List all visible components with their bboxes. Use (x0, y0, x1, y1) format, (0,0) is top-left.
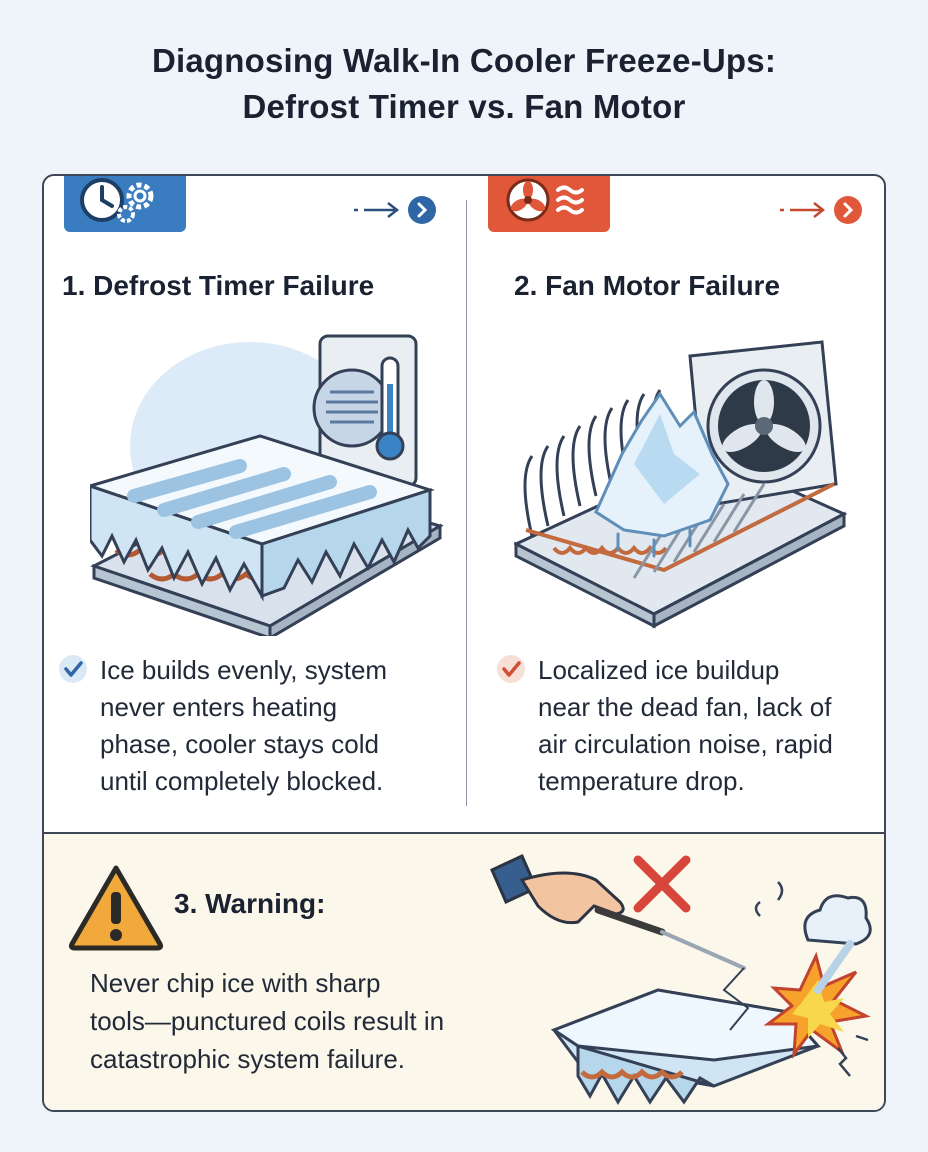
title-line-2: Defrost Timer vs. Fan Motor (242, 88, 686, 125)
section-2-description: Localized ice buildup near the dead fan,… (538, 652, 833, 800)
next-arrow-link-2[interactable] (776, 192, 866, 228)
section-2-line: Localized ice buildup (538, 655, 780, 685)
section-1-title: 1. Defrost Timer Failure (62, 270, 375, 301)
page-title: Diagnosing Walk-In Cooler Freeze-Ups: De… (0, 38, 928, 130)
warning-description: Never chip ice with sharp tools—puncture… (90, 964, 520, 1078)
clock-gears-icon (64, 176, 186, 232)
section-1-line: never enters heating (100, 692, 338, 722)
section-1-description: Ice builds evenly, system never enters h… (100, 652, 387, 800)
warning-title: 3. Warning: (174, 888, 326, 919)
check-icon-2 (496, 654, 526, 684)
warning-line: tools—punctured coils result in (90, 1006, 445, 1036)
x-mark-icon (633, 855, 691, 913)
section-1-line: phase, cooler stays cold (100, 729, 379, 759)
comparison-card: 1. Defrost Timer Failure (42, 174, 886, 1112)
section-2-line: air circulation noise, rapid (538, 729, 833, 759)
next-arrow-link-1[interactable] (350, 192, 440, 228)
section-2-line: temperature drop. (538, 766, 745, 796)
warning-triangle-icon (68, 865, 164, 951)
section-1-line: until completely blocked. (100, 766, 384, 796)
localized-ice-fan-unit-illustration (514, 340, 848, 629)
section-1-line: Ice builds evenly, system (100, 655, 388, 685)
section-2-line: near the dead fan, lack of (538, 692, 832, 722)
warning-line: catastrophic system failure. (90, 1044, 406, 1074)
section-2-title: 2. Fan Motor Failure (514, 270, 781, 301)
check-icon-1 (58, 654, 88, 684)
fan-airflow-icon (488, 176, 610, 232)
chipping-ice-puncture-illustration (490, 853, 872, 1105)
iced-evaporator-coil-illustration (90, 334, 444, 636)
warning-line: Never chip ice with sharp (90, 968, 381, 998)
column-divider (466, 200, 467, 806)
title-line-1: Diagnosing Walk-In Cooler Freeze-Ups: (151, 42, 777, 79)
warning-section: 3. Warning: Never chip ice with sharp to… (44, 832, 884, 1110)
